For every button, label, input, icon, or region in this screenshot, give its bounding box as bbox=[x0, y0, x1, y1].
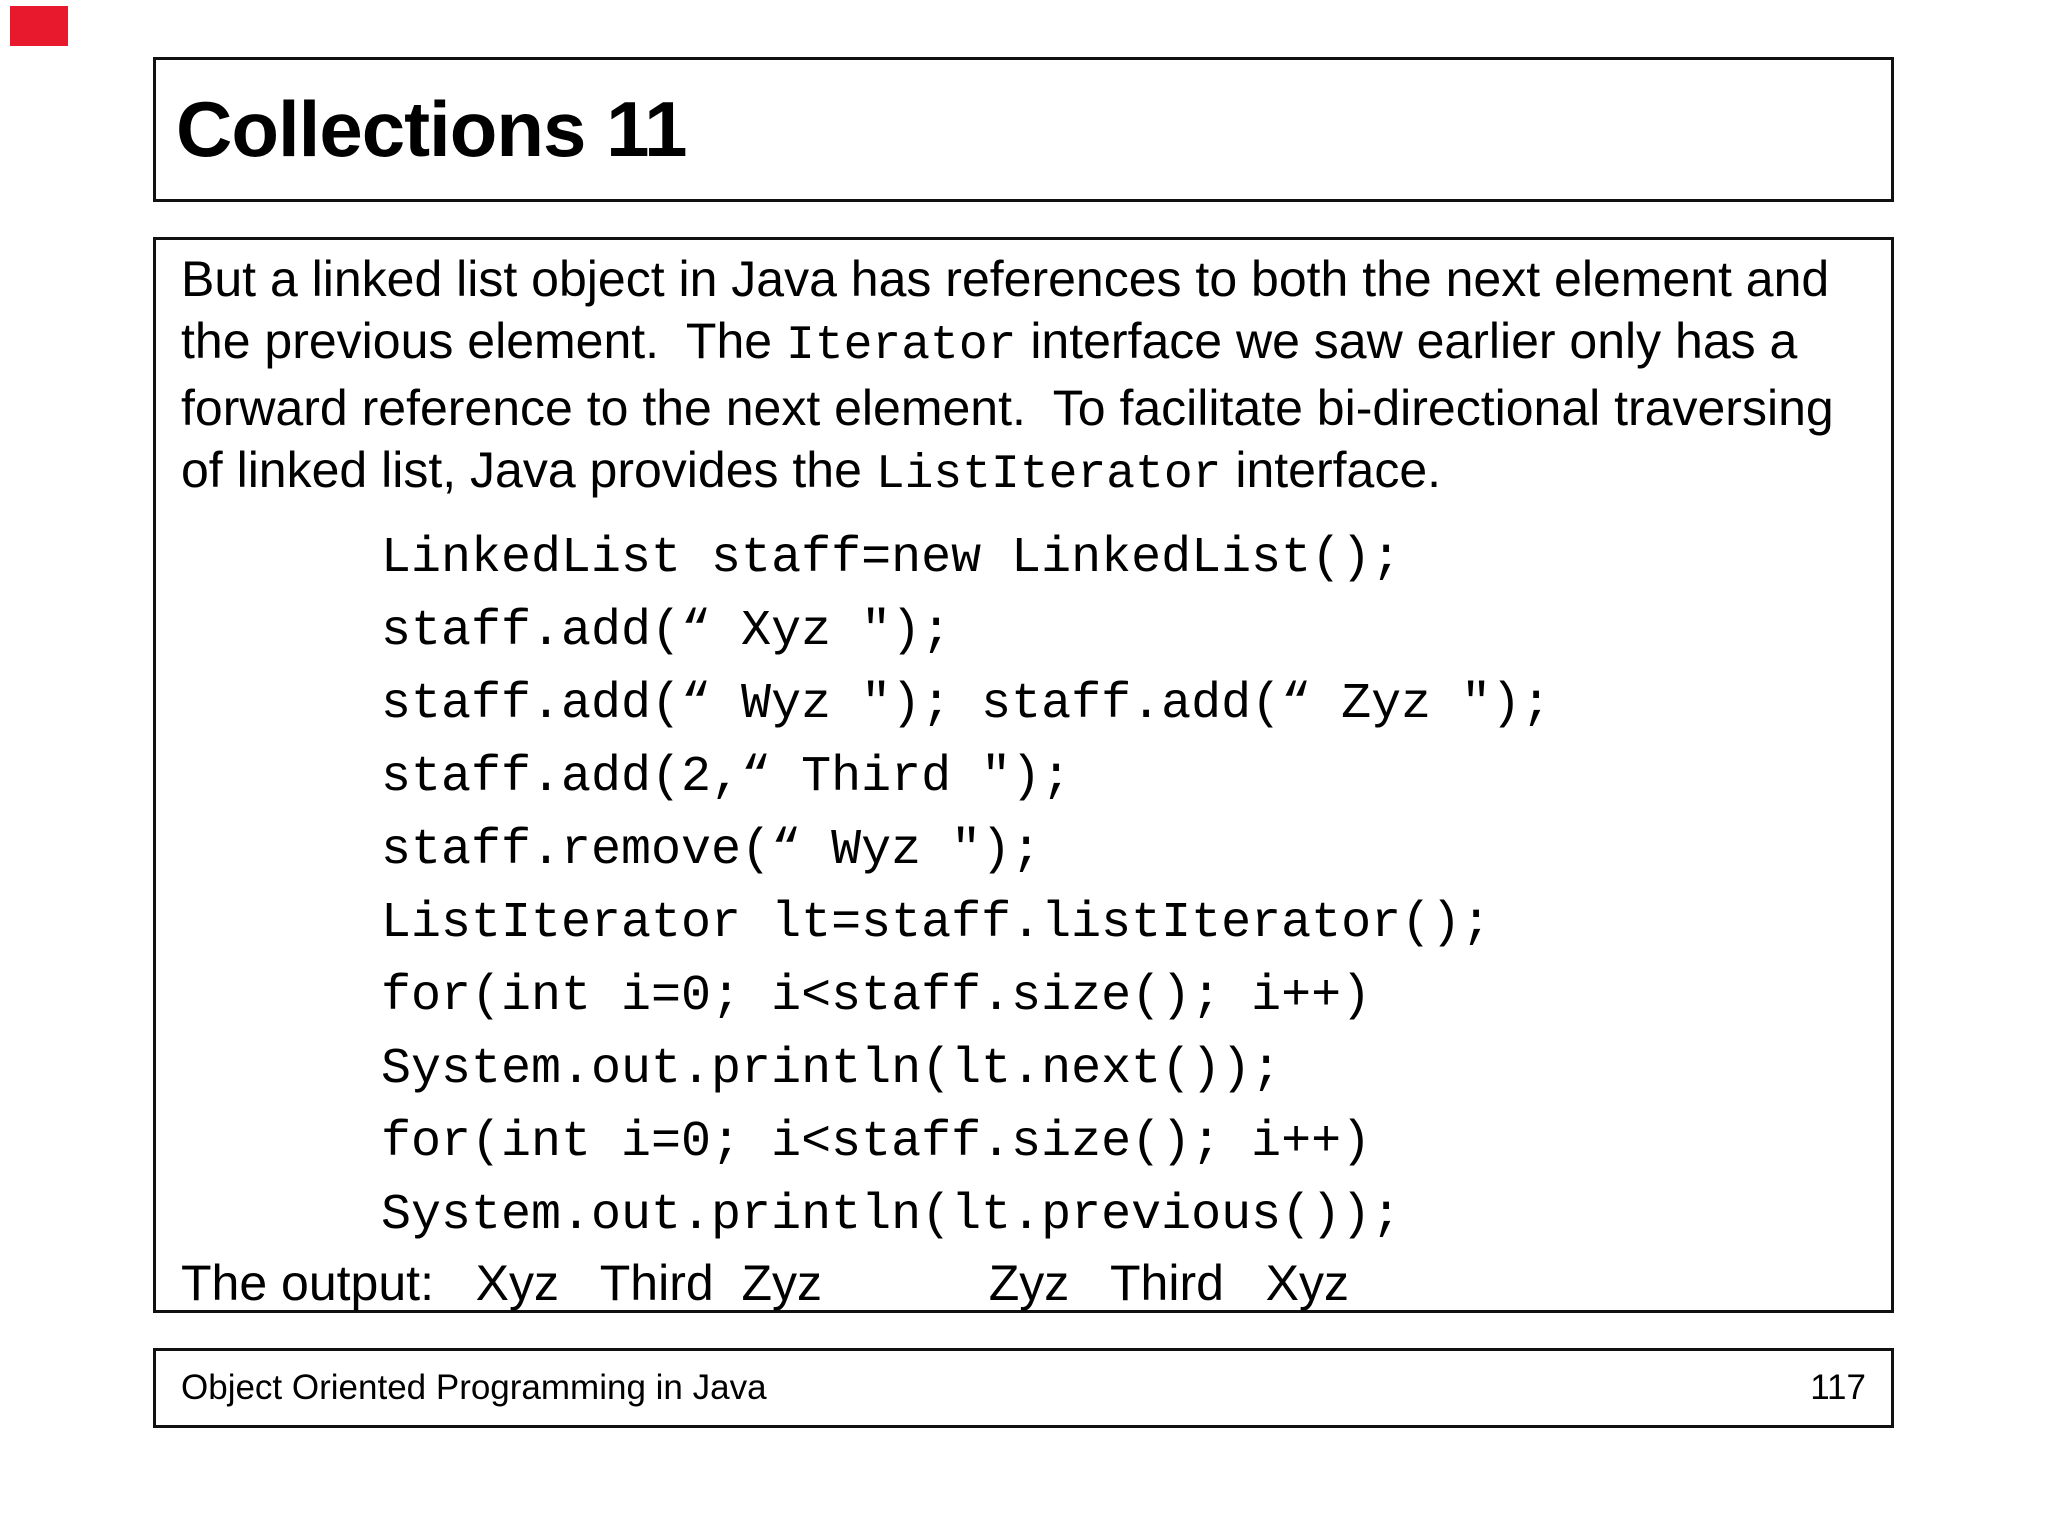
paragraph-line: forward reference to the next element. T… bbox=[181, 377, 1871, 439]
code-line: ListIterator lt=staff.listIterator(); bbox=[381, 895, 1492, 952]
code-line: for(int i=0; i<staff.size(); i++) bbox=[381, 968, 1372, 1025]
text-segment: of linked list, Java provides the bbox=[181, 442, 876, 498]
paragraph-line: the previous element. The Iterator inter… bbox=[181, 310, 1871, 377]
paragraph-line: of linked list, Java provides the ListIt… bbox=[181, 439, 1871, 506]
inline-code: Iterator bbox=[785, 319, 1017, 373]
title-box: Collections 11 bbox=[153, 57, 1894, 202]
code-line: staff.add(“ Xyz "); bbox=[381, 603, 952, 660]
paragraph-line: But a linked list object in Java has ref… bbox=[181, 248, 1871, 310]
code-line: LinkedList staff=new LinkedList(); bbox=[381, 530, 1402, 587]
text-segment: interface. bbox=[1221, 442, 1442, 498]
code-block: LinkedList staff=new LinkedList(); staff.… bbox=[381, 522, 1871, 1252]
code-line: for(int i=0; i<staff.size(); i++) bbox=[381, 1114, 1372, 1171]
footer-box: Object Oriented Programming in Java 117 bbox=[153, 1348, 1894, 1428]
text-segment: forward reference to the next element. T… bbox=[181, 380, 1834, 436]
page-title: Collections 11 bbox=[176, 85, 688, 173]
text-segment: But a linked list object in Java has ref… bbox=[181, 251, 1830, 307]
body-paragraph: But a linked list object in Java has ref… bbox=[181, 248, 1871, 506]
code-line: System.out.println(lt.previous()); bbox=[381, 1187, 1402, 1244]
text-segment: interface we saw earlier only has a bbox=[1016, 313, 1798, 369]
red-marker bbox=[10, 6, 68, 46]
text-segment: the previous element. The bbox=[181, 313, 786, 369]
code-line: staff.add(“ Wyz "); staff.add(“ Zyz "); bbox=[381, 676, 1552, 733]
code-line: staff.remove(“ Wyz "); bbox=[381, 822, 1042, 879]
code-line: staff.add(2,“ Third "); bbox=[381, 749, 1072, 806]
footer-title: Object Oriented Programming in Java bbox=[181, 1368, 767, 1407]
inline-code: ListIterator bbox=[875, 448, 1222, 502]
output-line: The output: Xyz Third Zyz Zyz Third Xyz bbox=[181, 1255, 1349, 1311]
code-line: System.out.println(lt.next()); bbox=[381, 1041, 1282, 1098]
body-box: But a linked list object in Java has ref… bbox=[153, 237, 1894, 1313]
page-number: 117 bbox=[1810, 1368, 1866, 1407]
